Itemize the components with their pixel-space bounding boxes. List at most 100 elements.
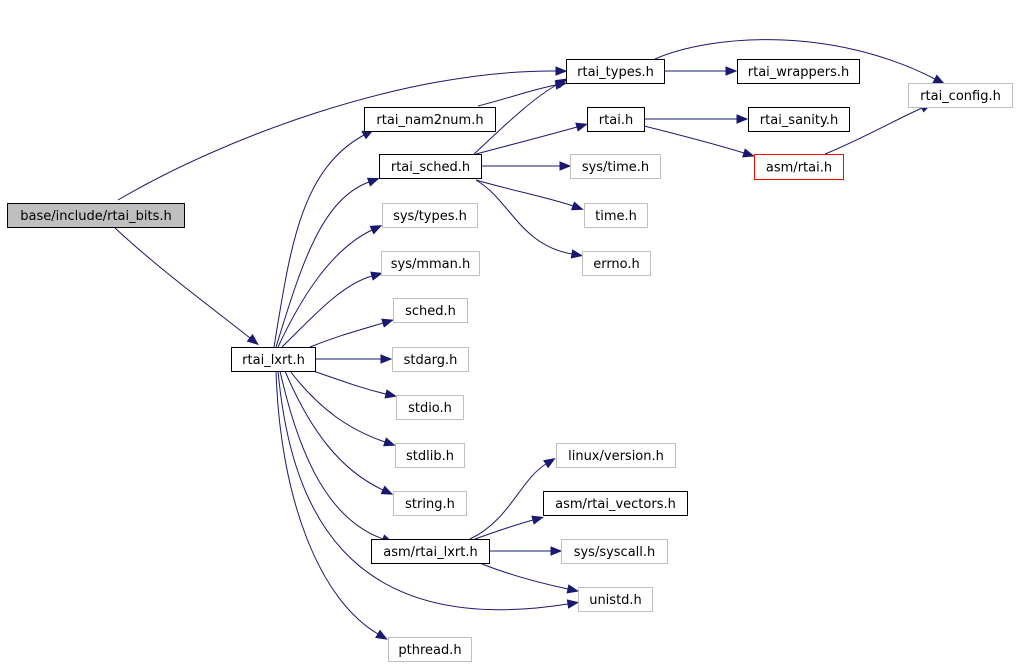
node-rtai-bits[interactable]: base/include/rtai_bits.h <box>7 203 185 228</box>
node-rtai-sched[interactable]: rtai_sched.h <box>379 154 482 179</box>
edge-line <box>279 370 384 540</box>
edge-line <box>309 322 384 348</box>
node-rtai-nam2num[interactable]: rtai_nam2num.h <box>364 107 496 132</box>
edge-rtai-lxrt-to-sched-h <box>309 318 394 348</box>
edge-line <box>277 229 373 348</box>
node-label: sys/types.h <box>393 209 467 224</box>
edge-rtai-sched-to-rtai-h <box>475 122 588 155</box>
node-rtai-h[interactable]: rtai.h <box>587 107 645 132</box>
node-label: rtai_sanity.h <box>760 113 838 128</box>
edge-rtai-h-to-rtai-sanity <box>644 114 749 124</box>
node-pthread-h: pthread.h <box>388 637 472 662</box>
edge-line <box>474 519 534 540</box>
edge-rtai-lxrt-to-string-h <box>284 370 394 495</box>
node-rtai-lxrt[interactable]: rtai_lxrt.h <box>231 347 316 372</box>
node-box <box>393 298 468 323</box>
node-label: rtai_types.h <box>577 65 654 80</box>
node-label: sched.h <box>405 304 456 319</box>
node-stdio-h: stdio.h <box>396 395 464 420</box>
node-time-h: time.h <box>584 203 648 228</box>
node-string-h: string.h <box>393 491 467 516</box>
node-label: sys/time.h <box>582 160 649 175</box>
arrowhead-icon <box>570 249 584 259</box>
node-box <box>908 83 1013 108</box>
node-box <box>364 107 496 132</box>
node-label: stdio.h <box>408 401 452 416</box>
node-linux-version: linux/version.h <box>556 443 676 468</box>
node-label: time.h <box>595 209 637 224</box>
node-label: asm/rtai_lxrt.h <box>383 545 477 560</box>
node-box <box>371 539 490 564</box>
node-label: sys/mman.h <box>391 257 471 272</box>
node-label: asm/rtai.h <box>766 161 832 176</box>
edge-rtai-lxrt-to-stdlib-h <box>289 370 396 447</box>
edge-rtai-types-to-rtai-wrappers <box>665 66 738 76</box>
arrowhead-icon <box>366 177 380 187</box>
arrowhead-icon <box>736 114 749 124</box>
edge-rtai-h-to-asm-rtai <box>643 125 755 158</box>
arrowhead-icon <box>369 225 383 235</box>
node-asm-rtai-vectors[interactable]: asm/rtai_vectors.h <box>543 491 688 516</box>
node-label: stdarg.h <box>404 353 458 368</box>
node-label: asm/rtai_vectors.h <box>555 497 676 512</box>
edge-rtai-bits-to-rtai-lxrt <box>114 227 259 346</box>
edge-rtai-lxrt-to-stdarg-h <box>316 354 393 364</box>
arrowhead-icon <box>381 318 394 328</box>
node-unistd-h: unistd.h <box>578 587 653 612</box>
edge-line <box>275 181 370 348</box>
arrowhead-icon <box>384 389 398 399</box>
node-errno-h: errno.h <box>582 251 651 276</box>
node-label: errno.h <box>593 257 640 272</box>
edge-line <box>273 134 365 348</box>
node-box <box>566 59 665 84</box>
node-sys-mman: sys/mman.h <box>381 251 480 276</box>
node-box <box>748 107 850 132</box>
edge-rtai-sched-to-sys-time <box>481 161 572 171</box>
arrowhead-icon <box>570 201 584 211</box>
arrowhead-icon <box>543 458 556 469</box>
edge-rtai-lxrt-to-unistd-h <box>277 370 580 611</box>
edge-line <box>654 39 936 80</box>
node-asm-rtai-lxrt[interactable]: asm/rtai_lxrt.h <box>371 539 490 564</box>
edge-line <box>475 179 574 207</box>
edge-line <box>643 125 745 154</box>
edge-line <box>475 179 573 255</box>
node-box <box>392 347 469 372</box>
node-stdlib-h: stdlib.h <box>395 443 465 468</box>
arrowhead-icon <box>370 271 383 281</box>
node-sys-types: sys/types.h <box>382 203 478 228</box>
node-box <box>582 251 651 276</box>
edge-line <box>117 70 557 201</box>
arrowhead-icon <box>246 333 259 346</box>
arrowhead-icon <box>380 485 394 495</box>
node-rtai-sanity[interactable]: rtai_sanity.h <box>748 107 850 132</box>
node-box <box>396 395 464 420</box>
edge-asm-rtai-lxrt-to-unistd-h <box>481 563 580 594</box>
node-box <box>561 539 668 564</box>
edge-asm-rtai-lxrt-to-asm-rtai-vectors <box>474 515 544 540</box>
node-rtai-wrappers[interactable]: rtai_wrappers.h <box>737 59 860 84</box>
arrowhead-icon <box>932 74 946 85</box>
edge-line <box>824 107 923 155</box>
edge-line <box>473 83 559 155</box>
node-label: unistd.h <box>589 593 642 608</box>
edge-rtai-lxrt-to-rtai-sched <box>275 177 380 348</box>
edge-rtai-lxrt-to-sys-types <box>277 225 383 348</box>
node-box <box>737 59 860 84</box>
node-rtai-types[interactable]: rtai_types.h <box>566 59 665 84</box>
edge-asm-rtai-lxrt-to-sys-syscall <box>489 546 563 556</box>
node-label: rtai.h <box>599 113 633 128</box>
arrowhead-icon <box>550 546 563 556</box>
arrowhead-icon <box>555 66 568 76</box>
edge-rtai-sched-to-time-h <box>475 179 584 211</box>
node-box <box>754 154 844 180</box>
edge-line <box>481 563 569 590</box>
node-sys-time: sys/time.h <box>570 154 661 179</box>
edge-line <box>312 370 387 395</box>
arrowhead-icon <box>380 354 393 364</box>
node-asm-rtai[interactable]: asm/rtai.h <box>754 154 844 180</box>
node-box <box>395 443 465 468</box>
node-label: rtai_sched.h <box>391 160 470 175</box>
edge-rtai-lxrt-to-stdio-h <box>312 370 398 399</box>
node-label: string.h <box>405 497 455 512</box>
